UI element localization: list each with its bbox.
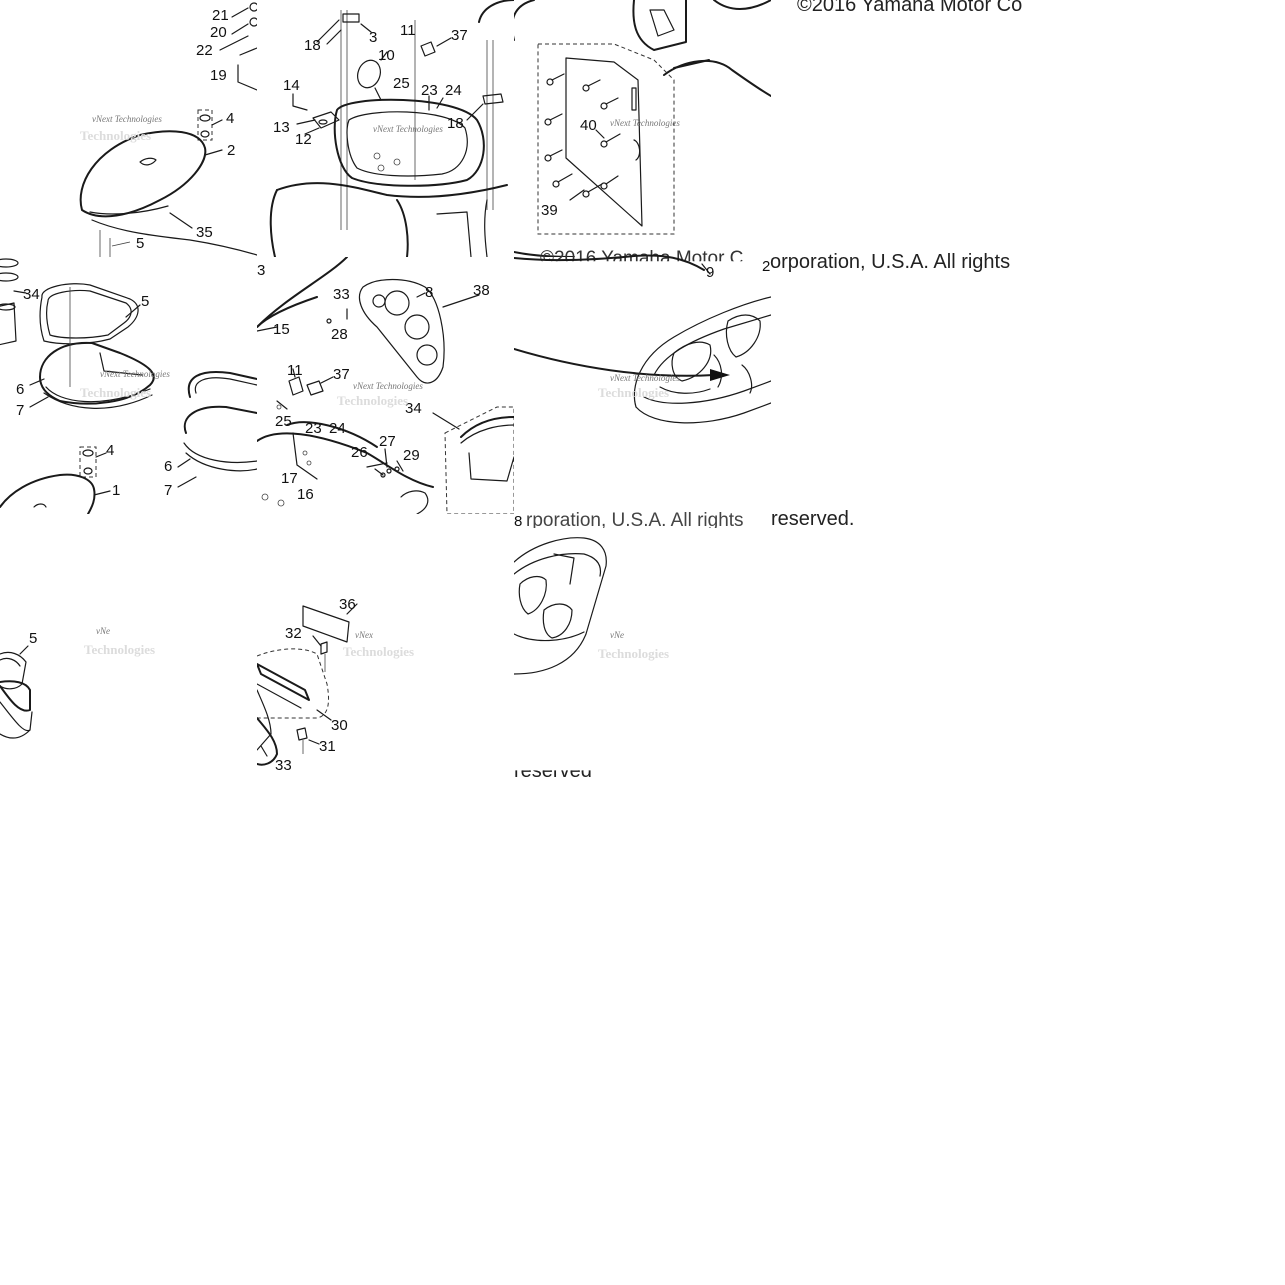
callout-8: 8 bbox=[425, 284, 433, 301]
callout-18b: 18 bbox=[447, 115, 464, 132]
watermark-text: vNext Technologies bbox=[610, 118, 680, 128]
callout-8: 8 bbox=[514, 513, 522, 528]
watermark-faint: Technologies bbox=[80, 385, 151, 400]
watermark-text: vNext Technologies bbox=[353, 381, 423, 391]
boat-detail-drawing: vNe Technologies bbox=[514, 537, 669, 675]
callout-11: 11 bbox=[287, 362, 303, 379]
callout-25: 25 bbox=[275, 413, 292, 430]
callout-5: 5 bbox=[29, 630, 37, 647]
watermark-faint: Technologies bbox=[337, 393, 408, 408]
callout-18: 18 bbox=[304, 37, 321, 54]
watermark-text: vNext Technologies bbox=[100, 369, 170, 379]
callout-29: 29 bbox=[403, 447, 420, 464]
callout-12: 12 bbox=[295, 131, 312, 148]
screw-group bbox=[544, 73, 621, 198]
storage-bin-drawing: 34 5 6 7 4 1 6 7 vNext Technologies Tech… bbox=[0, 258, 257, 514]
callout-5: 5 bbox=[141, 293, 149, 310]
copyright-line-3: reserved. bbox=[771, 508, 855, 530]
copyright-line-1: ©2016 Yamaha Motor Co bbox=[797, 0, 1023, 16]
diagram-tile-dash-panel: 33 8 38 15 28 11 37 25 23 24 34 26 27 29… bbox=[257, 257, 514, 514]
watermark-text: vNext Technologies bbox=[92, 114, 162, 124]
callout-20: 20 bbox=[210, 24, 227, 41]
callout-26: 26 bbox=[351, 444, 368, 461]
callout-23: 23 bbox=[305, 420, 322, 437]
callout-11: 11 bbox=[400, 22, 416, 39]
callout-21: 21 bbox=[212, 7, 229, 24]
callout-34: 34 bbox=[23, 286, 40, 303]
callout-17: 17 bbox=[281, 470, 298, 487]
diagram-tile-boat-detail: vNe Technologies bbox=[514, 514, 771, 771]
callout-19: 19 bbox=[210, 67, 227, 84]
callout-39: 39 bbox=[541, 202, 558, 219]
callout-6b: 6 bbox=[164, 458, 172, 475]
watermark-faint: Technologies bbox=[343, 644, 414, 659]
diagram-tile-boat-overview: 2 vNext Technologies Technologies bbox=[514, 257, 771, 514]
watermark-faint: Technologies bbox=[598, 646, 669, 661]
seat-front-drawing: 21 20 22 19 4 2 35 5 vNext Technologies … bbox=[79, 2, 257, 257]
diagram-tile-storage-bin: 34 5 6 7 4 1 6 7 vNext Technologies Tech… bbox=[0, 257, 257, 514]
tile-edge-drawing-2: 8 rporation, U.S.A. All rights bbox=[514, 510, 744, 528]
watermark-short: vNex bbox=[355, 630, 373, 640]
callout-2: 2 bbox=[762, 258, 770, 275]
callout-38: 38 bbox=[473, 282, 490, 299]
diagram-tile-decal-rail: 36 32 30 31 33 vNex Technologies bbox=[257, 514, 514, 771]
callout-33: 33 bbox=[275, 757, 292, 771]
callout-32: 32 bbox=[285, 625, 302, 642]
callout-4: 4 bbox=[106, 442, 114, 459]
watermark-short: vNe bbox=[96, 626, 110, 636]
callout-16: 16 bbox=[297, 486, 314, 503]
callout-22: 22 bbox=[196, 42, 213, 59]
callout-37: 37 bbox=[333, 366, 350, 383]
watermark-faint: Technologies bbox=[80, 128, 151, 143]
front-storage-drawing: 18 3 11 37 10 25 14 13 12 23 24 18 vNext… bbox=[269, 0, 514, 257]
callout-33: 33 bbox=[333, 286, 350, 303]
diagram-tile-small-bin: 5 vNe Technologies bbox=[0, 514, 257, 771]
callout-7: 7 bbox=[16, 402, 24, 419]
callout-9: 9 bbox=[706, 264, 714, 281]
watermark-text: vNext Technologies bbox=[373, 124, 443, 134]
dash-panel-drawing: 33 8 38 15 28 11 37 25 23 24 34 26 27 29… bbox=[257, 257, 514, 514]
panel-screws-drawing: 40 39 vNext Technologies bbox=[514, 0, 771, 257]
callout-6: 6 bbox=[16, 381, 24, 398]
copyright-line-2: orporation, U.S.A. All rights bbox=[770, 251, 1011, 273]
callout-35: 35 bbox=[196, 224, 213, 241]
callout-3: 3 bbox=[257, 262, 265, 279]
diagram-tile-seat-front: 21 20 22 19 4 2 35 5 vNext Technologies … bbox=[0, 0, 257, 257]
watermark-faint: Technologies bbox=[84, 642, 155, 657]
callout-24: 24 bbox=[445, 82, 462, 99]
callout-37: 37 bbox=[451, 27, 468, 44]
callout-27: 27 bbox=[379, 433, 396, 450]
callout-40: 40 bbox=[580, 117, 597, 134]
small-bin-drawing: 5 vNe Technologies bbox=[0, 626, 155, 739]
callout-4: 4 bbox=[226, 110, 234, 127]
watermark-faint: Technologies bbox=[598, 385, 669, 400]
watermark-short: vNe bbox=[610, 630, 624, 640]
callout-2: 2 bbox=[227, 142, 235, 159]
diagram-tile-panel-screws: 40 39 vNext Technologies bbox=[514, 0, 771, 257]
callout-28: 28 bbox=[331, 326, 348, 343]
callout-15: 15 bbox=[273, 321, 290, 338]
copyright-line-4: reserved bbox=[514, 760, 592, 782]
callout-14: 14 bbox=[283, 77, 300, 94]
callout-1: 1 bbox=[112, 482, 120, 499]
callout-5: 5 bbox=[136, 235, 144, 252]
callout-3: 3 bbox=[369, 29, 377, 46]
decal-rail-drawing: 36 32 30 31 33 vNex Technologies bbox=[257, 596, 414, 771]
diagram-tile-front-storage: 18 3 11 37 10 25 14 13 12 23 24 18 vNext… bbox=[257, 0, 514, 257]
callout-31: 31 bbox=[319, 738, 336, 755]
callout-25: 25 bbox=[393, 75, 410, 92]
copyright-overlap-fragment-2: rporation, U.S.A. All rights bbox=[526, 510, 744, 528]
boat-overview-drawing: 2 vNext Technologies Technologies bbox=[514, 258, 771, 424]
callout-13: 13 bbox=[273, 119, 290, 136]
callout-10: 10 bbox=[378, 47, 395, 64]
callout-34: 34 bbox=[405, 400, 422, 417]
callout-7b: 7 bbox=[164, 482, 172, 499]
callout-23: 23 bbox=[421, 82, 438, 99]
callout-24: 24 bbox=[329, 420, 346, 437]
watermark-text: vNext Technologies bbox=[610, 373, 680, 383]
callout-30: 30 bbox=[331, 717, 348, 734]
callout-36: 36 bbox=[339, 596, 356, 613]
copyright-overlap-fragment: ©2016 Yamaha Motor C bbox=[540, 248, 744, 269]
tile-edge-drawing: 9 bbox=[514, 254, 714, 281]
